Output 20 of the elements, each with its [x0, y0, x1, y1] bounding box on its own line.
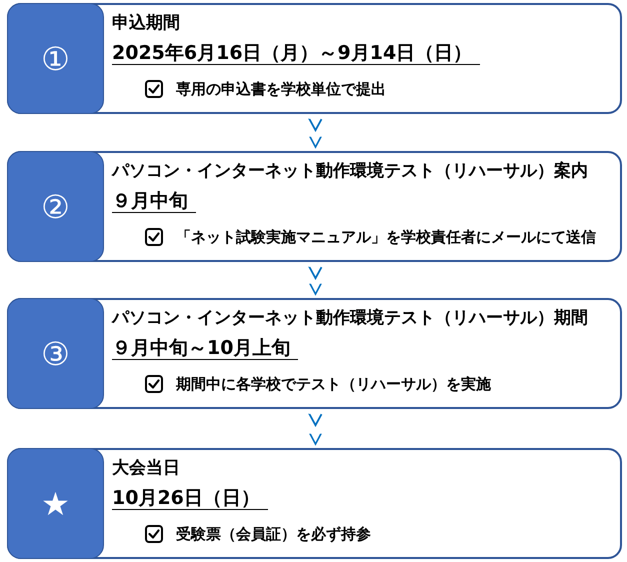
checklist-item: 専用の申込書を学校単位で提出 [176, 79, 386, 99]
step-number-badge: ★ [7, 448, 104, 559]
step-heading: 申込期間 [112, 12, 180, 35]
step-heading: パソコン・インターネット動作環境テスト（リハーサル）期間 [112, 307, 588, 330]
date-text: 10月26日（日） [112, 487, 268, 510]
step-card [7, 3, 622, 114]
step-number-badge: ① [7, 3, 104, 114]
checklist-item: 受験票（会員証）を必ず持参 [176, 524, 371, 544]
step-number-badge: ② [7, 151, 104, 262]
step-number-badge: ③ [7, 298, 104, 409]
checklist-item: 「ネット試験実施マニュアル」を学校責任者にメールにて送信 [176, 227, 596, 247]
step-heading: パソコン・インターネット動作環境テスト（リハーサル）案内 [112, 160, 588, 183]
step-card [7, 298, 622, 409]
checklist-item: 期間中に各学校でテスト（リハーサル）を実施 [176, 374, 491, 394]
step-card [7, 448, 622, 559]
date-text: ９月中旬 [112, 190, 196, 213]
date-text: ９月中旬～10月上旬 [112, 337, 298, 360]
step-card [7, 151, 622, 262]
date-text: 2025年6月16日（月）～9月14日（日） [112, 42, 480, 65]
step-heading: 大会当日 [112, 457, 180, 480]
